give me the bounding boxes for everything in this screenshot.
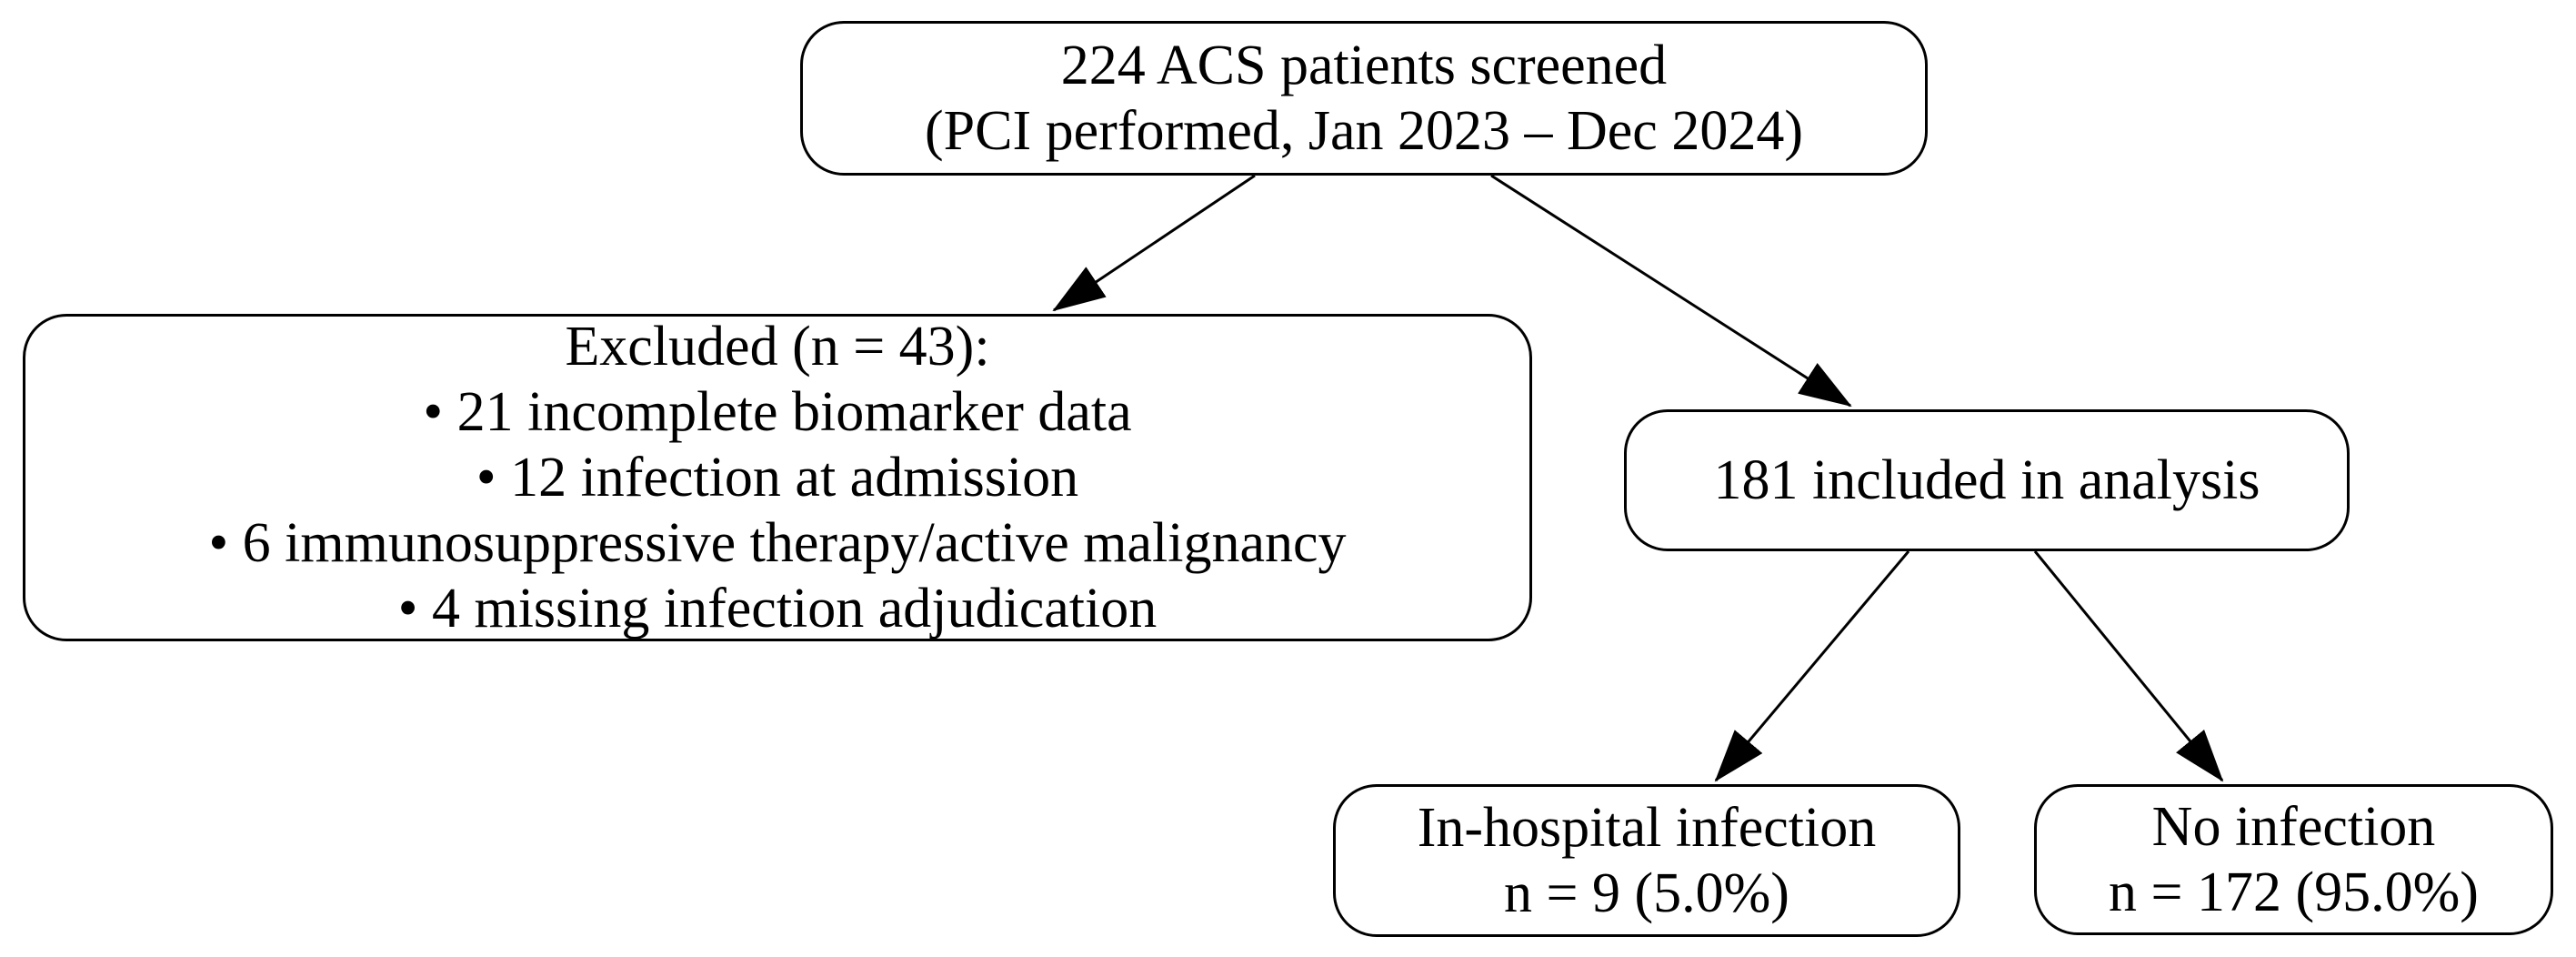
node-excluded: Excluded (n = 43): • 21 incomplete bioma… xyxy=(23,314,1532,641)
node-screened: 224 ACS patients screened (PCI performed… xyxy=(800,21,1928,176)
node-excluded-title: Excluded (n = 43): xyxy=(565,316,990,378)
node-excluded-bullet-3: • 6 immunosuppressive therapy/active mal… xyxy=(208,512,1347,574)
node-screened-line-1: 224 ACS patients screened xyxy=(1060,35,1668,96)
node-infection-line-2: n = 9 (5.0%) xyxy=(1504,862,1789,924)
node-noinfection-line-1: No infection xyxy=(2151,796,2436,858)
node-excluded-bullet-1: • 21 incomplete biomarker data xyxy=(423,381,1132,443)
arrow-included-to-infection xyxy=(1714,550,1910,782)
node-included: 181 included in analysis xyxy=(1624,409,2350,551)
arrow-screened-to-excluded xyxy=(1052,174,1256,312)
node-excluded-bullet-2: • 12 infection at admission xyxy=(476,447,1079,509)
node-in-hospital-infection: In-hospital infection n = 9 (5.0%) xyxy=(1333,784,1960,937)
arrow-screened-to-included xyxy=(1490,174,1852,408)
node-noinfection-line-2: n = 172 (95.0%) xyxy=(2109,861,2479,923)
node-screened-line-2: (PCI performed, Jan 2023 – Dec 2024) xyxy=(925,100,1803,162)
node-infection-line-1: In-hospital infection xyxy=(1417,797,1877,859)
node-included-line-1: 181 included in analysis xyxy=(1713,449,2260,511)
node-excluded-bullet-4: • 4 missing infection adjudication xyxy=(397,578,1158,640)
node-no-infection: No infection n = 172 (95.0%) xyxy=(2034,784,2553,935)
arrow-included-to-no-infection xyxy=(2033,550,2224,782)
